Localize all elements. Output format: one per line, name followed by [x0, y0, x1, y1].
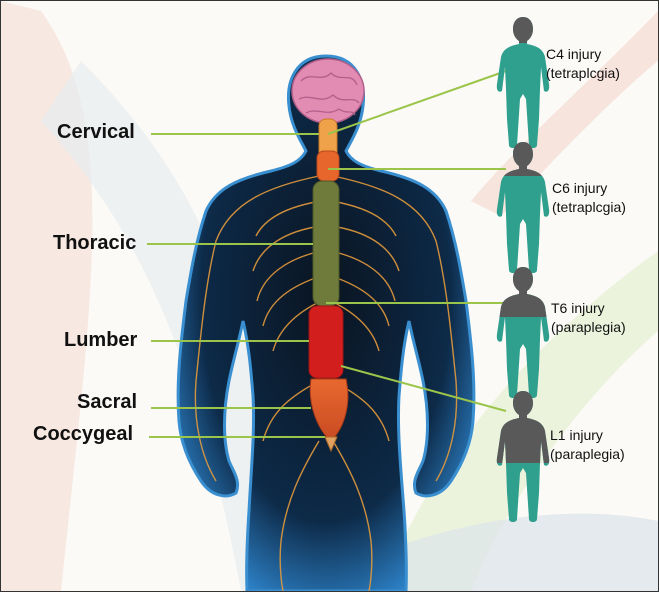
- injury-c4-type: (tetraplcgia): [546, 64, 620, 83]
- injury-label-l1: L1 injury (paraplegia): [550, 426, 625, 464]
- injury-label-c6: C6 injury (tetraplcgia): [552, 179, 626, 217]
- brain: [292, 59, 364, 123]
- spine-cervical-lower: [317, 151, 339, 181]
- injury-l1-level: L1 injury: [550, 426, 625, 445]
- silhouette-t6-unaffected: [493, 259, 553, 317]
- injury-c6-type: (tetraplcgia): [552, 198, 626, 217]
- region-label-sacral: Sacral: [77, 391, 137, 414]
- region-label-coccygeal: Coccygeal: [33, 423, 133, 446]
- injury-label-t6: T6 injury (paraplegia): [551, 299, 626, 337]
- spine-lumbar: [309, 306, 343, 378]
- region-label-cervical: Cervical: [57, 121, 135, 144]
- region-label-thoracic: Thoracic: [53, 232, 136, 255]
- injury-t6-level: T6 injury: [551, 299, 626, 318]
- spine-thoracic: [313, 181, 339, 306]
- silhouette-c4-unaffected: [493, 9, 553, 43]
- injury-c6-level: C6 injury: [552, 179, 626, 198]
- injury-t6-type: (paraplegia): [551, 318, 626, 337]
- region-label-lumber: Lumber: [64, 329, 137, 352]
- injury-label-c4: C4 injury (tetraplcgia): [546, 45, 620, 83]
- injury-l1-type: (paraplegia): [550, 445, 625, 464]
- injury-c4-level: C4 injury: [546, 45, 620, 64]
